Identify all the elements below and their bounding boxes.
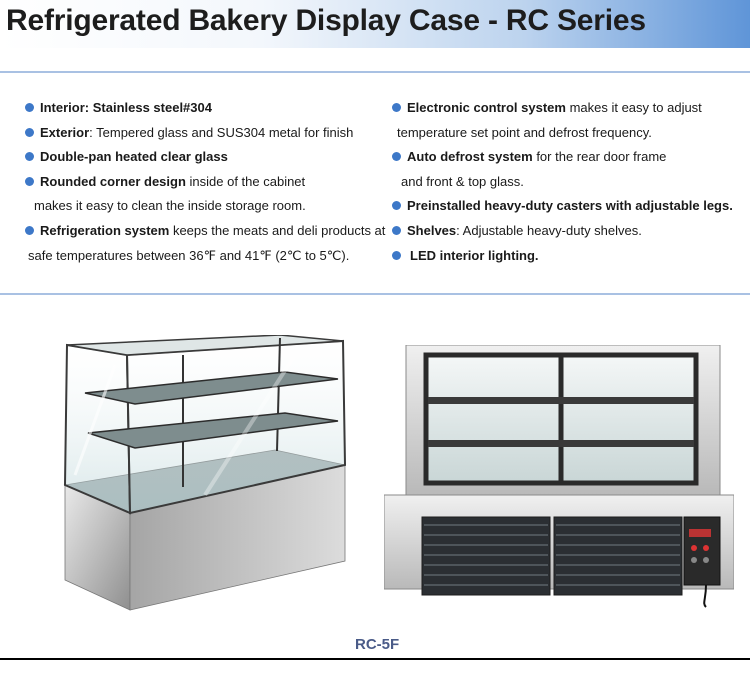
model-caption: RC-5F [355, 636, 400, 653]
feature-continuation: temperature set point and defrost freque… [397, 124, 652, 140]
display-case-front-image [384, 345, 734, 608]
feature-item: Electronic control system makes it easy … [392, 96, 748, 121]
header-banner: Refrigerated Bakery Display Case - RC Se… [0, 0, 750, 48]
features-right-column: Electronic control system makes it easy … [392, 96, 748, 268]
page-title: Refrigerated Bakery Display Case - RC Se… [6, 4, 646, 37]
bullet-icon [392, 201, 401, 211]
feature-item: Double-pan heated clear glass [25, 145, 380, 170]
bullet-icon [392, 225, 401, 235]
top-divider [0, 71, 750, 73]
bottom-divider [0, 658, 750, 660]
bullet-icon [25, 176, 34, 186]
features-left-column: Interior: Stainless steel#304 Exterior: … [25, 96, 385, 268]
feature-item: Interior: Stainless steel#304 [25, 96, 380, 121]
bullet-icon [392, 152, 401, 162]
bullet-icon [392, 103, 401, 112]
bullet-icon [25, 225, 34, 235]
feature-item: Auto defrost system for the rear door fr… [392, 145, 748, 170]
feature-continuation: makes it easy to clean the inside storag… [34, 198, 306, 214]
bullet-icon [392, 250, 401, 260]
middle-divider [0, 293, 750, 295]
feature-item: Refrigeration system keeps the meats and… [25, 219, 385, 244]
bullet-icon [25, 127, 34, 137]
feature-item: Exterior: Tempered glass and SUS304 meta… [25, 121, 380, 146]
display-case-angled-image [63, 335, 347, 611]
feature-continuation: safe temperatures between 36℉ and 41℉ (2… [28, 247, 350, 263]
feature-item: Preinstalled heavy-duty casters with adj… [392, 194, 748, 219]
bullet-icon [25, 152, 34, 162]
feature-item: Shelves: Adjustable heavy-duty shelves. [392, 219, 748, 244]
feature-item: Rounded corner design inside of the cabi… [25, 170, 380, 195]
feature-item: LED interior lighting. [392, 244, 748, 269]
bullet-icon [25, 103, 34, 112]
feature-continuation: and front & top glass. [401, 173, 524, 189]
